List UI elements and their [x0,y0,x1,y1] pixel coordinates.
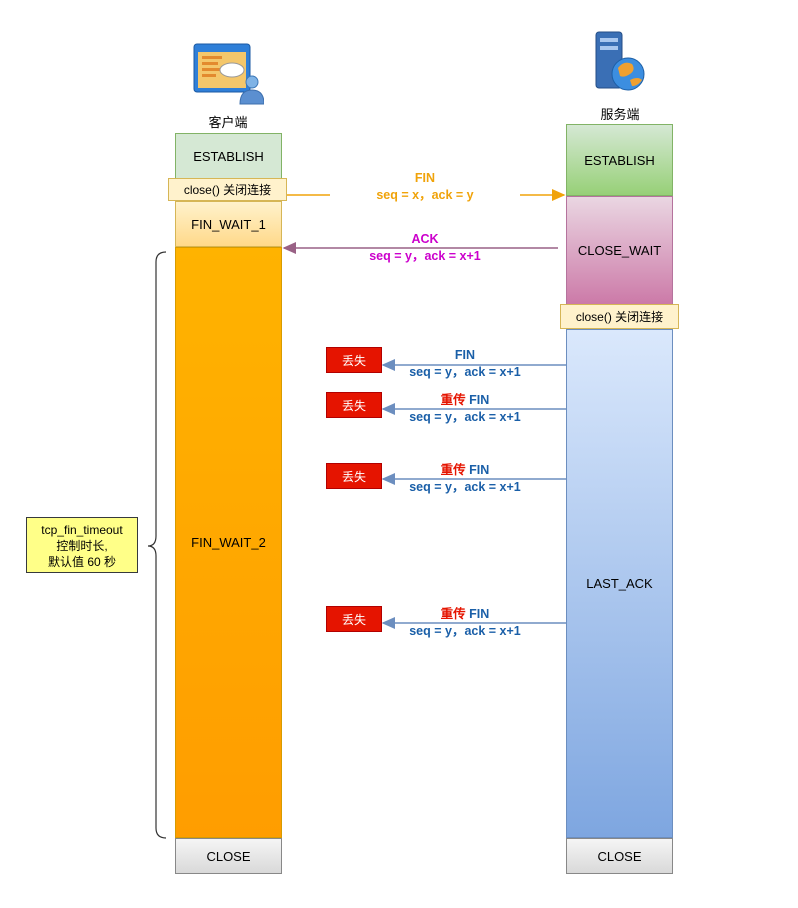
lost-badge-4: 丢失 [326,606,382,632]
fin-message: FIN seq = x，ack = y [330,170,520,204]
server-close-call: close() 关闭连接 [560,304,679,329]
lost-badge-2: 丢失 [326,392,382,418]
retransmit-label-2: 重传 [440,463,466,477]
fin-lost-1-title: FIN [454,348,476,362]
fin-lost-4-title: FIN [469,607,490,621]
fin-message-title: FIN [414,171,436,185]
client-state-fin-wait-1: FIN_WAIT_1 [175,201,282,247]
server-state-close-wait: CLOSE_WAIT [566,196,673,305]
ack-message-title: ACK [411,232,439,246]
server-globe-icon [588,30,648,94]
timeout-note: tcp_fin_timeout 控制时长, 默认值 60 秒 [26,517,138,573]
client-label: 客户端 [208,115,248,130]
server-label: 服务端 [600,107,640,122]
timeout-brace [147,251,167,839]
fin-lost-4-detail: seq = y，ack = x+1 [409,624,521,638]
fin-message-lost-4: 重传 FIN seq = y，ack = x+1 [370,606,560,640]
client-computer-icon [192,42,265,106]
client-state-establish: ESTABLISH [175,133,282,179]
fin-lost-3-detail: seq = y，ack = x+1 [409,480,521,494]
timeout-note-line3: 默认值 60 秒 [47,555,117,569]
lost-badge-3: 丢失 [326,463,382,489]
fin-message-lost-1: FIN seq = y，ack = x+1 [370,347,560,381]
fin-lost-1-detail: seq = y，ack = x+1 [409,365,521,379]
lost-badge-1: 丢失 [326,347,382,373]
fin-lost-2-detail: seq = y，ack = x+1 [409,410,521,424]
fin-lost-3-title: FIN [469,463,490,477]
fin-message-detail: seq = x，ack = y [330,187,520,204]
retransmit-label-1: 重传 [440,393,466,407]
server-state-last-ack: LAST_ACK [566,329,673,838]
fin-message-lost-2: 重传 FIN seq = y，ack = x+1 [370,392,560,426]
ack-message: ACK seq = y，ack = x+1 [330,231,520,265]
fin-lost-2-title: FIN [469,393,490,407]
retransmit-label-3: 重传 [440,607,466,621]
fin-message-lost-3: 重传 FIN seq = y，ack = x+1 [370,462,560,496]
client-close-call: close() 关闭连接 [168,178,287,201]
timeout-note-line2: 控制时长, [56,539,108,553]
client-state-fin-wait-2: FIN_WAIT_2 [175,247,282,838]
server-state-close: CLOSE [566,838,673,874]
server-state-establish: ESTABLISH [566,124,673,196]
timeout-note-line1: tcp_fin_timeout [41,523,123,537]
ack-message-detail: seq = y，ack = x+1 [369,249,481,263]
client-state-close: CLOSE [175,838,282,874]
